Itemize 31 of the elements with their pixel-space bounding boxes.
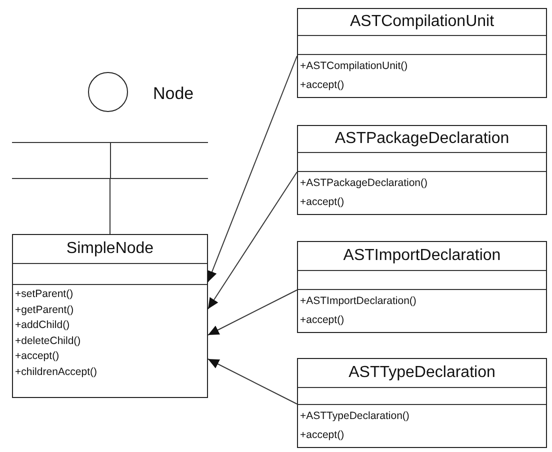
- inheritance-arrow: [207, 56, 298, 282]
- method-signature: +addChild(): [15, 318, 71, 333]
- class-name: ASTPackageDeclaration: [334, 129, 510, 149]
- class-name: ASTImportDeclaration: [342, 246, 502, 266]
- method-signature: +ASTImportDeclaration(): [300, 294, 418, 309]
- inheritance-arrow: [208, 172, 298, 310]
- inheritance-arrow: [208, 290, 298, 336]
- method-signature: +accept(): [300, 313, 346, 328]
- method-signature: +accept(): [15, 349, 60, 364]
- class-box: [297, 125, 547, 215]
- class-name: ASTTypeDeclaration: [348, 363, 496, 383]
- class-name: ASTCompilationUnit: [348, 12, 496, 32]
- empty-class-band: [12, 142, 208, 179]
- method-signature: +accept(): [300, 195, 346, 210]
- class-box: [12, 234, 208, 398]
- method-signature: +deleteChild(): [15, 334, 82, 348]
- class-box: [297, 8, 547, 98]
- interface-name: Node: [153, 84, 194, 104]
- inheritance-arrow: [208, 358, 298, 404]
- method-signature: +setParent(): [15, 287, 74, 302]
- interface-circle: [88, 72, 128, 112]
- class-box: [297, 358, 547, 448]
- class-box: [297, 241, 547, 333]
- method-signature: +childrenAccept(): [15, 364, 98, 380]
- method-signature: +getParent(): [15, 302, 75, 318]
- method-signature: +accept(): [300, 428, 346, 443]
- class-name: SimpleNode: [65, 239, 155, 259]
- method-signature: +ASTPackageDeclaration(): [300, 176, 429, 191]
- method-signature: +ASTTypeDeclaration(): [300, 409, 410, 424]
- method-signature: +ASTCompilationUnit(): [300, 59, 409, 74]
- method-signature: +accept(): [300, 78, 346, 93]
